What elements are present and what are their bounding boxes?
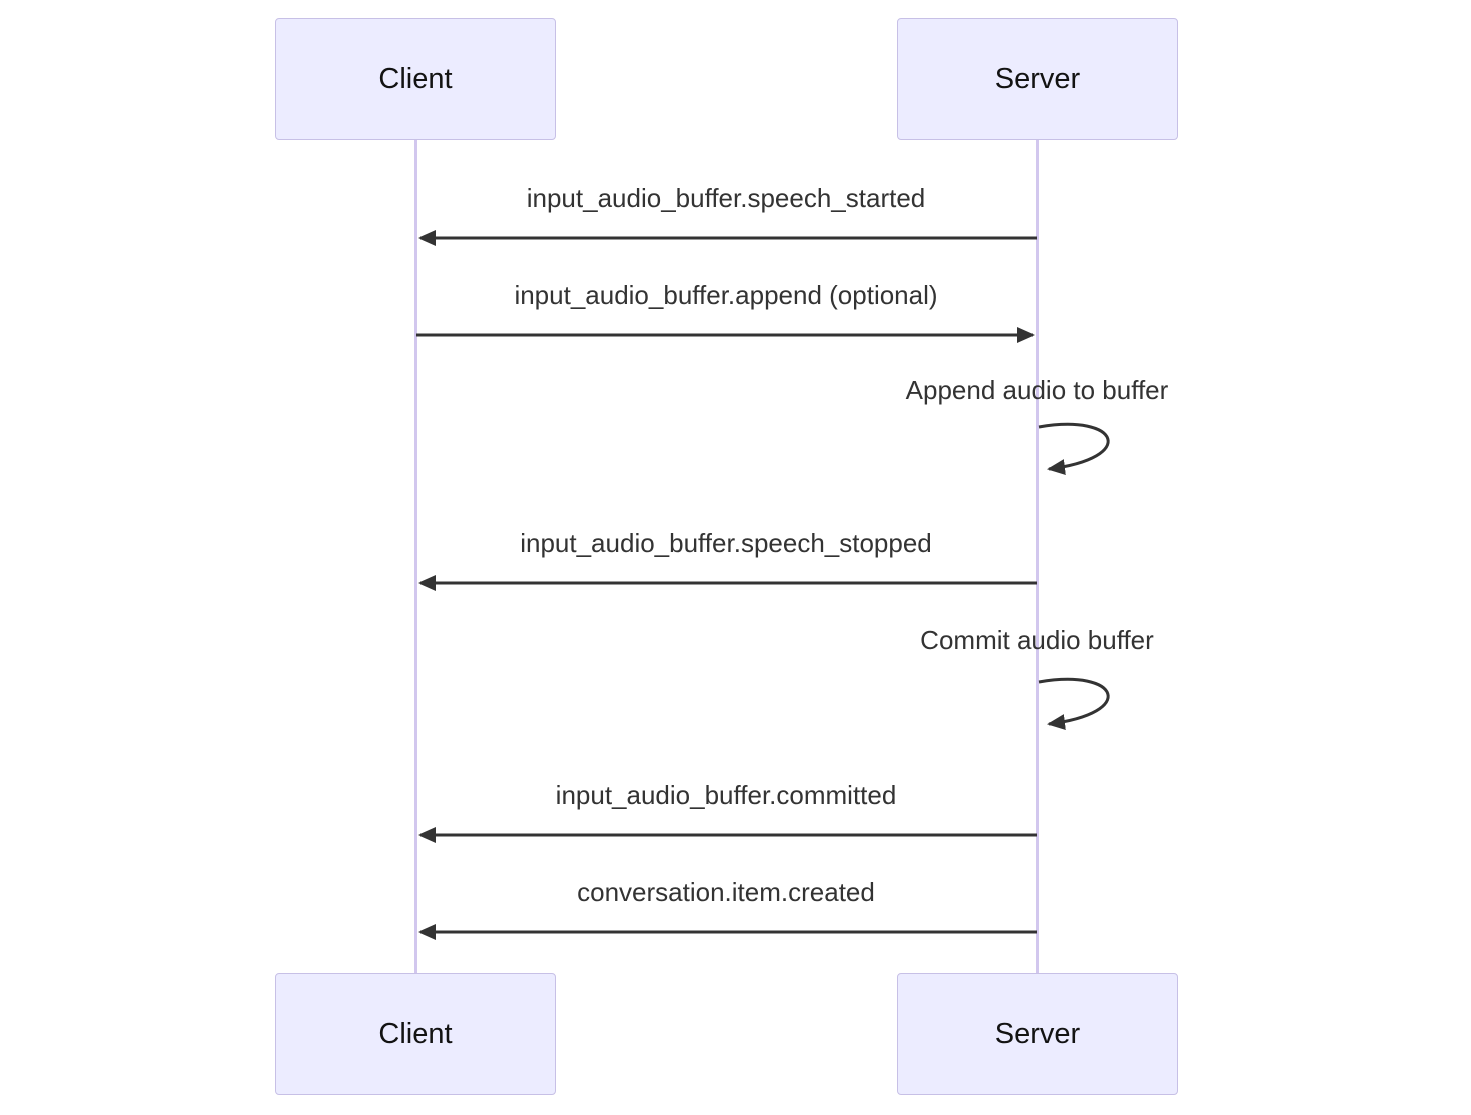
message-label-item-created: conversation.item.created	[577, 877, 875, 907]
lifeline-server	[1036, 140, 1039, 973]
message-label-commit-audio-buffer: Commit audio buffer	[920, 625, 1154, 655]
actor-client-top: Client	[275, 18, 556, 140]
self-loop-commit-buffer	[1038, 677, 1110, 730]
actor-server-bottom-label: Server	[994, 1017, 1081, 1050]
actor-client-bottom-label: Client	[378, 1017, 453, 1050]
message-label-append-audio-to-buffer: Append audio to buffer	[905, 375, 1169, 405]
message-label-speech-started: input_audio_buffer.speech_started	[526, 183, 926, 213]
message-label-speech-stopped: input_audio_buffer.speech_stopped	[520, 528, 932, 558]
self-loop-append-audio	[1038, 422, 1110, 475]
actor-server-bottom: Server	[897, 973, 1178, 1095]
actor-server-top-label: Server	[994, 62, 1081, 95]
lifeline-client	[414, 140, 417, 973]
actor-server-top: Server	[897, 18, 1178, 140]
actor-client-top-label: Client	[378, 62, 453, 95]
message-label-append-optional: input_audio_buffer.append (optional)	[514, 280, 938, 310]
actor-client-bottom: Client	[275, 973, 556, 1095]
message-label-committed: input_audio_buffer.committed	[555, 780, 897, 810]
